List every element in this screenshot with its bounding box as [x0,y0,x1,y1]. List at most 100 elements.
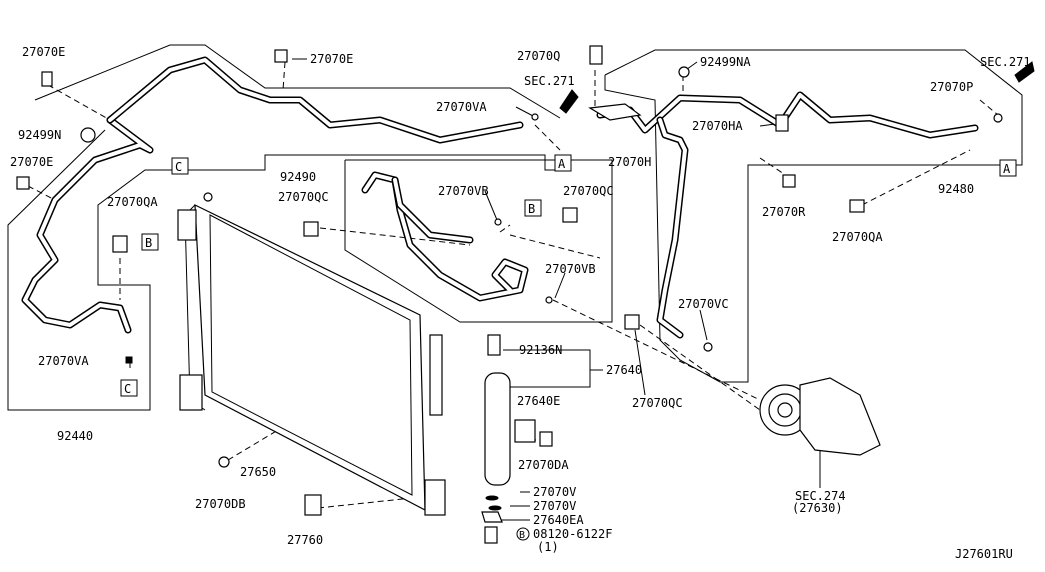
svg-text:B: B [528,202,535,216]
pipe-top-inner [108,58,522,142]
leader [979,99,999,116]
svg-text:A: A [558,157,566,171]
callout-27760: 27760 [287,533,323,547]
bolt-27070QC-right [624,314,640,330]
leader [319,227,471,246]
leader [47,84,111,121]
svg-text:B: B [145,236,152,250]
bolt-27070DB [218,456,230,468]
callout-27070R: 27070R [762,205,806,219]
oring-27070VA-top [531,113,539,121]
callout-92480: 92480 [938,182,974,196]
callout-27070H: 27070H [608,155,651,169]
clip-27070HA [775,114,789,132]
group-outline-hose-top [34,44,561,119]
leader [861,149,971,206]
callout-27070E-left: 27070E [22,45,65,59]
callout-27070QA-right: 27070QA [832,230,883,244]
bolt-27070QA-left [112,235,128,253]
callout-27070DB: 27070DB [195,497,246,511]
callout-sec274: SEC.274 [795,489,846,503]
callout-92440: 92440 [57,429,93,443]
clip-27070E-mid [16,176,30,190]
leader [534,124,561,151]
diagram-code: J27601RU [955,547,1013,561]
ref-box-B-left: B [141,233,159,251]
bolt-27070QA-right [849,199,865,213]
bracket-27070H [588,103,642,121]
bolt-27070R [782,174,796,188]
svg-text:A: A [1003,162,1011,176]
svg-text:C: C [124,382,131,396]
leader [639,324,761,411]
callout-27070DA: 27070DA [518,458,569,472]
callout-27070Q: 27070Q [517,49,560,63]
group-outline-92480 [604,49,1023,383]
callout-27070E-mid: 27070E [10,155,53,169]
leader [554,272,566,299]
ref-box-B-mid: B [524,199,542,217]
bolt-27070Q [589,45,603,65]
oring-27070VC [703,342,713,352]
callout-27070VB-mid: 27070VB [545,262,596,276]
callout-27070HA: 27070HA [692,119,743,133]
callout-92136N: 92136N [519,343,562,357]
callout-08120-qty: (1) [537,540,559,554]
compressor-27630 [759,377,881,456]
receiver-drier-27640 [481,334,553,544]
ref-box-C-bottom: C [120,379,138,397]
callout-08120: 08120-6122F [533,527,612,541]
leader [503,349,591,388]
oring-27070VB-top [494,218,502,226]
pipe-92440-inner [23,118,152,332]
oring-27070VA-left [125,356,133,364]
callout-92499N: 92499N [18,128,61,142]
hose-27070h-inner [658,118,687,337]
leader [27,185,56,201]
callout-27070QC-right: 27070QC [632,396,683,410]
callout-27070VA-left: 27070VA [38,354,89,368]
ref-box-A-mid: A [554,154,572,172]
arrow-icon [559,89,579,114]
oring-27070VB-mid [545,296,553,304]
bolt-marker-icon [516,527,530,541]
callout-27070P: 27070P [930,80,973,94]
leader [509,234,601,259]
callout-92499NA: 92499NA [700,55,751,69]
oring-27070P [993,113,1003,123]
callout-27070VC: 27070VC [678,297,729,311]
grommet-92499NA [678,66,690,78]
sensor-27760 [304,494,322,516]
leader [484,190,498,221]
callout-27070V-1: 27070V [533,485,576,499]
leader [499,224,511,233]
callout-92490: 92490 [280,170,316,184]
hose-92490-branch-inner [393,178,472,242]
ref-box-A-right: A [999,159,1017,177]
ref-box-C-top: C [171,157,189,175]
callout-27640E: 27640E [517,394,560,408]
callout-sec271-right: SEC.271 [980,55,1031,69]
callout-27640EA: 27640EA [533,513,584,527]
bolt-27070E-top [274,49,288,63]
leader [552,299,761,401]
bolt-27070QC-left [303,221,319,237]
callout-27070E-top: 27070E [310,52,353,66]
group-outline-92440 [7,129,560,411]
leader [699,309,708,341]
bolt-27070E-left [41,71,53,87]
leader [282,61,286,91]
callout-27640: 27640 [606,363,642,377]
bolt-marker-letter: B [519,530,525,541]
condenser-27650 [177,192,446,516]
callout-27070VA-top: 27070VA [436,100,487,114]
callout-27070V-2: 27070V [533,499,576,513]
arrow-icon [1014,61,1035,83]
svg-text:C: C [175,160,182,174]
callout-27650: 27650 [240,465,276,479]
callout-27070VB-top: 27070VB [438,184,489,198]
bolt-27070QC-mid [562,207,578,223]
callout-sec271-mid: SEC.271 [524,74,575,88]
leader [634,329,646,396]
callout-sec274-sub: (27630) [792,501,843,515]
